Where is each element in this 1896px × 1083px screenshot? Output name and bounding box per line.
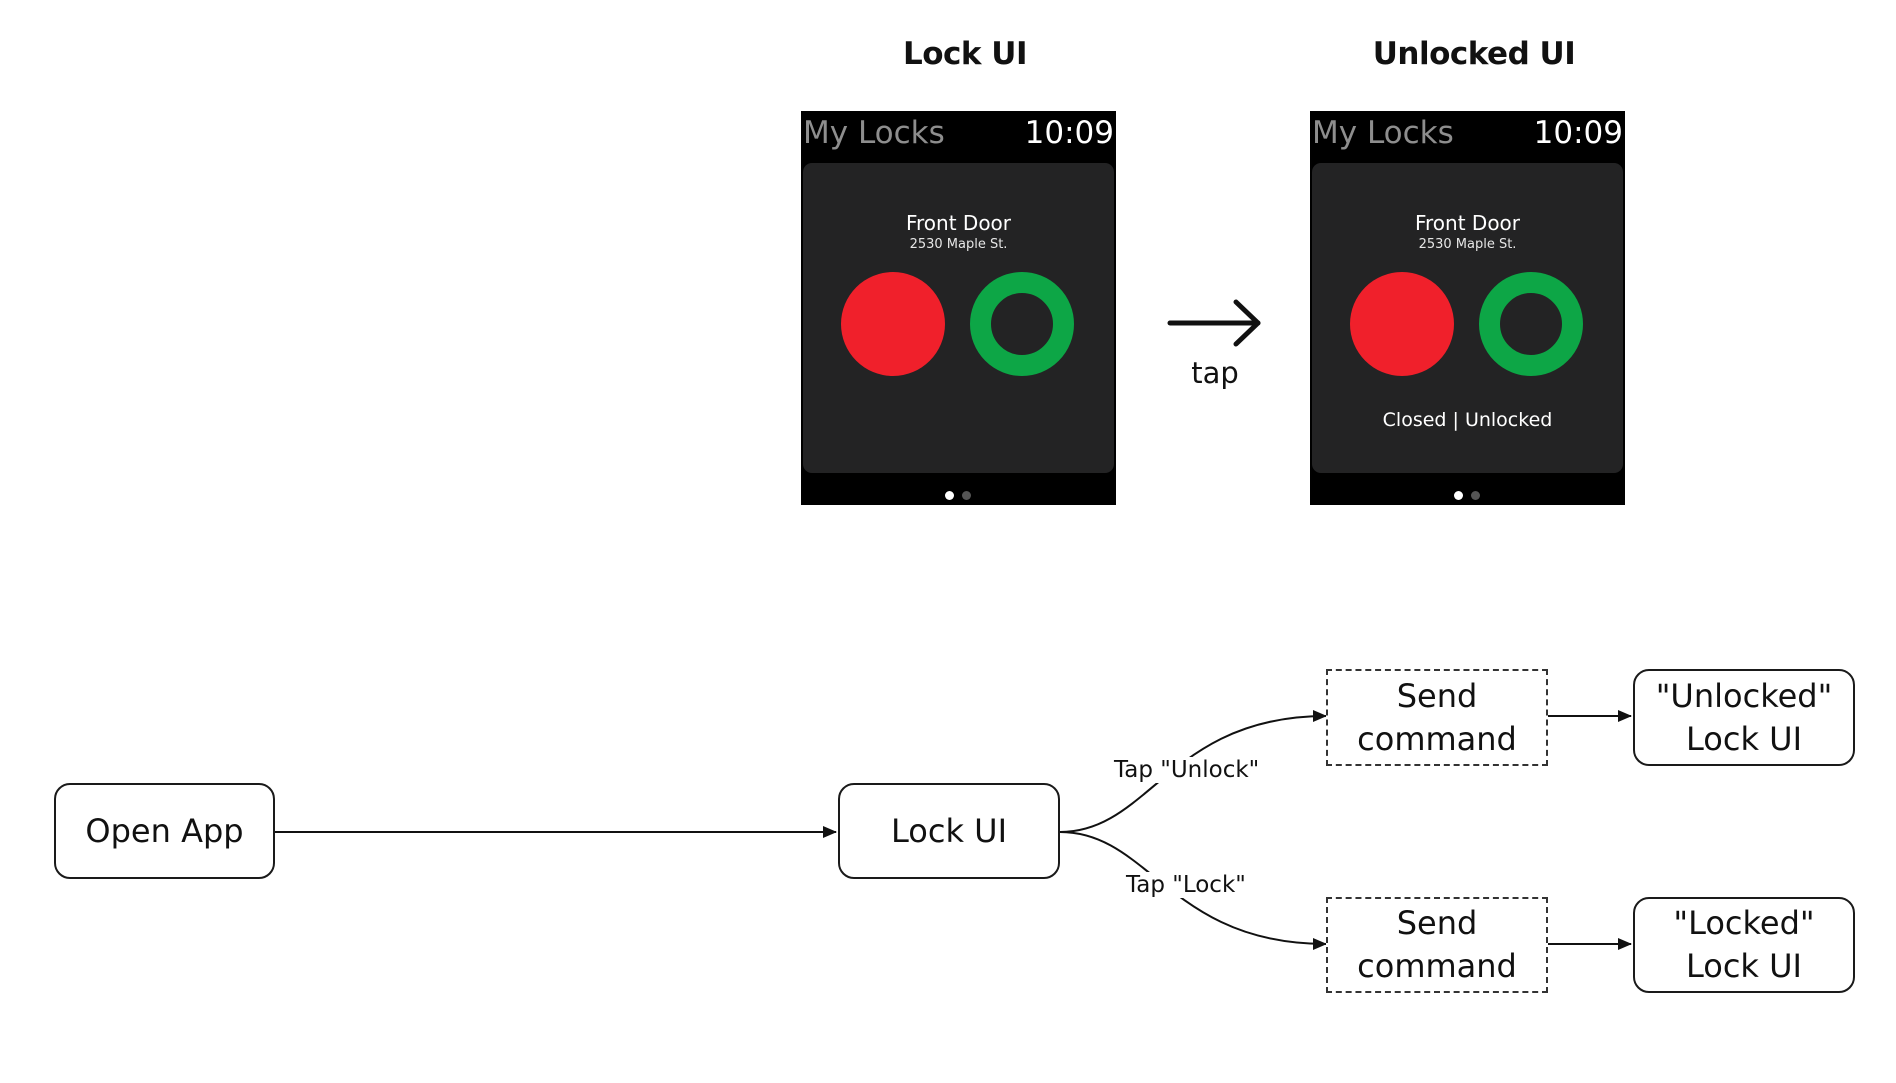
clock-time: 10:09: [1024, 115, 1114, 151]
door-name: Front Door: [905, 211, 1012, 235]
lock-card[interactable]: Front Door 2530 Maple St.: [803, 163, 1114, 473]
app-title: My Locks: [803, 115, 945, 151]
lock-button[interactable]: [841, 272, 945, 376]
send-command-unlock-node: Send command: [1326, 669, 1548, 766]
tap-label: tap: [1191, 356, 1239, 390]
clock-time: 10:09: [1533, 115, 1623, 151]
send-command-lock-node: Send command: [1326, 897, 1548, 993]
page-indicator-active: [945, 491, 954, 500]
unlocked-lock-ui-node: "Unlocked" Lock UI: [1633, 669, 1855, 766]
lock-status: Closed | Unlocked: [1382, 409, 1553, 431]
tap-unlock-label: Tap "Unlock": [1112, 757, 1262, 783]
lock-ui-heading: Lock UI: [902, 36, 1028, 72]
page-indicator-inactive[interactable]: [962, 491, 971, 500]
page-indicator-inactive[interactable]: [1471, 491, 1480, 500]
lock-ui-node: Lock UI: [838, 783, 1060, 879]
door-address: 2530 Maple St.: [1418, 237, 1517, 252]
unlocked-ui-screen: My Locks 10:09 Front Door 2530 Maple St.…: [1310, 111, 1625, 505]
lock-card[interactable]: Front Door 2530 Maple St. Closed | Unloc…: [1312, 163, 1623, 473]
app-title: My Locks: [1312, 115, 1454, 151]
page-indicator-active: [1454, 491, 1463, 500]
tap-arrow-icon: [1167, 299, 1261, 347]
unlocked-ui-heading: Unlocked UI: [1372, 36, 1576, 72]
lock-ui-screen: My Locks 10:09 Front Door 2530 Maple St.: [801, 111, 1116, 505]
tap-lock-label: Tap "Lock": [1124, 872, 1248, 898]
door-name: Front Door: [1414, 211, 1521, 235]
open-app-node: Open App: [54, 783, 275, 879]
lock-button[interactable]: [1350, 272, 1454, 376]
door-address: 2530 Maple St.: [909, 237, 1008, 252]
locked-lock-ui-node: "Locked" Lock UI: [1633, 897, 1855, 993]
